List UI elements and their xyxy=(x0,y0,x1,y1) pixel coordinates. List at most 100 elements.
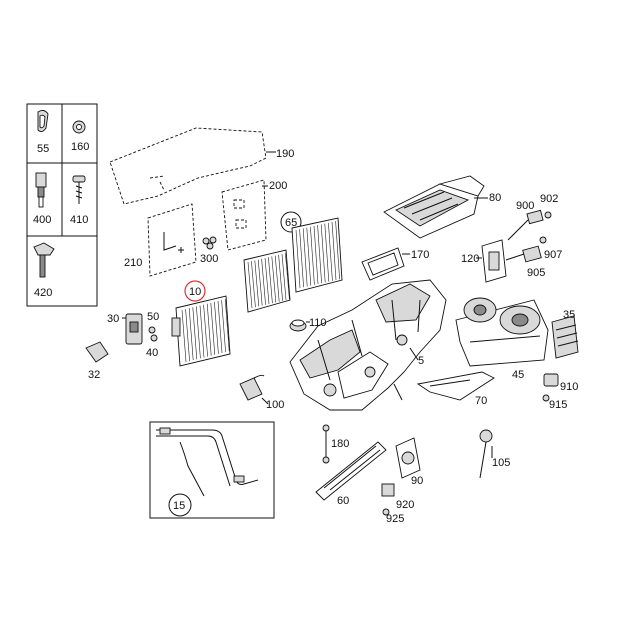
heater-core-60 xyxy=(315,441,387,501)
fin-line xyxy=(310,226,315,285)
fin-line xyxy=(268,257,273,304)
fin-line xyxy=(299,229,304,288)
fin-line xyxy=(181,309,187,363)
part-label-200: 200 xyxy=(269,180,287,192)
fin-line xyxy=(320,224,326,283)
fin-line xyxy=(192,307,198,360)
part-label-5: 5 xyxy=(418,355,424,367)
part-label-210: 210 xyxy=(124,257,142,269)
filter-left xyxy=(243,249,291,313)
fin-line xyxy=(261,258,266,305)
clips-300 xyxy=(202,236,217,250)
fin-line xyxy=(302,228,308,287)
connector-400-icon xyxy=(35,172,47,208)
part-label-160: 160 xyxy=(71,141,89,153)
grille-unit-80 xyxy=(383,175,488,239)
cabin-filter-65 xyxy=(243,211,343,313)
fin-line xyxy=(328,222,333,281)
gasket-170 xyxy=(361,247,410,281)
blower-45 xyxy=(455,297,549,367)
fin-line xyxy=(199,305,205,358)
fin-line xyxy=(224,299,230,352)
part-label-900: 900 xyxy=(516,200,534,212)
resistor-pack xyxy=(551,315,579,359)
part-label-902: 902 xyxy=(540,193,558,205)
fin-line xyxy=(247,261,253,309)
fin-line xyxy=(188,308,194,361)
fin-line xyxy=(271,256,277,303)
fin-line xyxy=(335,221,340,280)
part-label-105: 105 xyxy=(492,457,510,469)
part-label-55: 55 xyxy=(37,143,49,155)
nut-160-icon xyxy=(72,120,86,134)
fin-line xyxy=(331,221,337,281)
fin-line xyxy=(221,300,226,353)
connector-900 xyxy=(507,209,552,241)
part-label-120: 120 xyxy=(461,253,479,265)
cap-110 xyxy=(289,319,310,332)
fin-line xyxy=(251,261,256,308)
part-label-400: 400 xyxy=(33,214,51,226)
part-label-90: 90 xyxy=(411,475,423,487)
hvac-housing-5 xyxy=(289,279,447,411)
part-label-50: 50 xyxy=(147,311,159,323)
part-label-180: 180 xyxy=(331,438,349,450)
part-label-110: 110 xyxy=(309,317,327,329)
insulation-mat-190 xyxy=(109,127,276,205)
screw-410-icon xyxy=(72,175,86,204)
part-label-300: 300 xyxy=(200,253,218,265)
sensor-180 xyxy=(322,424,330,464)
small-parts-table: 55 160 400 410 420 xyxy=(26,103,98,307)
control-module-120 xyxy=(476,239,507,283)
part-label-35: 35 xyxy=(563,309,575,321)
part-label-905: 905 xyxy=(527,267,545,279)
filter-right xyxy=(291,217,343,293)
fin-line xyxy=(185,309,190,362)
fin-line xyxy=(254,260,260,307)
fin-line xyxy=(313,225,319,285)
fin-line xyxy=(257,259,263,306)
panel-210 xyxy=(147,203,197,277)
fin-line xyxy=(285,253,290,300)
part-label-420: 420 xyxy=(34,287,52,299)
sensor-100 xyxy=(239,374,269,405)
fin-line xyxy=(217,300,223,354)
connector-920 xyxy=(381,483,395,516)
evaporator-10 xyxy=(171,280,231,367)
part-label-60: 60 xyxy=(337,495,349,507)
part-label-170: 170 xyxy=(411,249,429,261)
fin-line xyxy=(203,304,208,357)
fin-line xyxy=(278,254,283,301)
duct-70 xyxy=(416,371,495,401)
part-label-32: 32 xyxy=(88,369,100,381)
cover-200 xyxy=(221,179,268,251)
fin-line xyxy=(324,223,330,282)
part-label-410: 410 xyxy=(70,214,88,226)
part-label-10: 10 xyxy=(189,286,201,298)
part-label-15: 15 xyxy=(173,500,185,512)
part-label-70: 70 xyxy=(475,395,487,407)
part-label-910: 910 xyxy=(560,381,578,393)
sensor-105 xyxy=(479,429,493,479)
fin-line xyxy=(214,301,219,354)
pipe-kit-15 xyxy=(149,421,275,519)
fin-line xyxy=(306,227,312,286)
connector-910 xyxy=(542,373,559,402)
part-label-40: 40 xyxy=(146,347,158,359)
clip-420-icon xyxy=(33,242,55,278)
clip-32 xyxy=(85,341,109,363)
fin-line xyxy=(206,303,212,356)
actuator-90 xyxy=(395,437,421,479)
clip-55-icon xyxy=(37,109,49,133)
fin-line xyxy=(317,225,322,284)
part-label-190: 190 xyxy=(276,148,294,160)
fin-line xyxy=(274,255,280,302)
part-label-907: 907 xyxy=(544,249,562,261)
part-label-45: 45 xyxy=(512,369,524,381)
part-label-920: 920 xyxy=(396,499,414,511)
connector-905 xyxy=(505,236,547,263)
fin-line xyxy=(281,253,287,301)
part-label-80: 80 xyxy=(489,192,501,204)
expansion-valve-30 xyxy=(122,313,143,345)
